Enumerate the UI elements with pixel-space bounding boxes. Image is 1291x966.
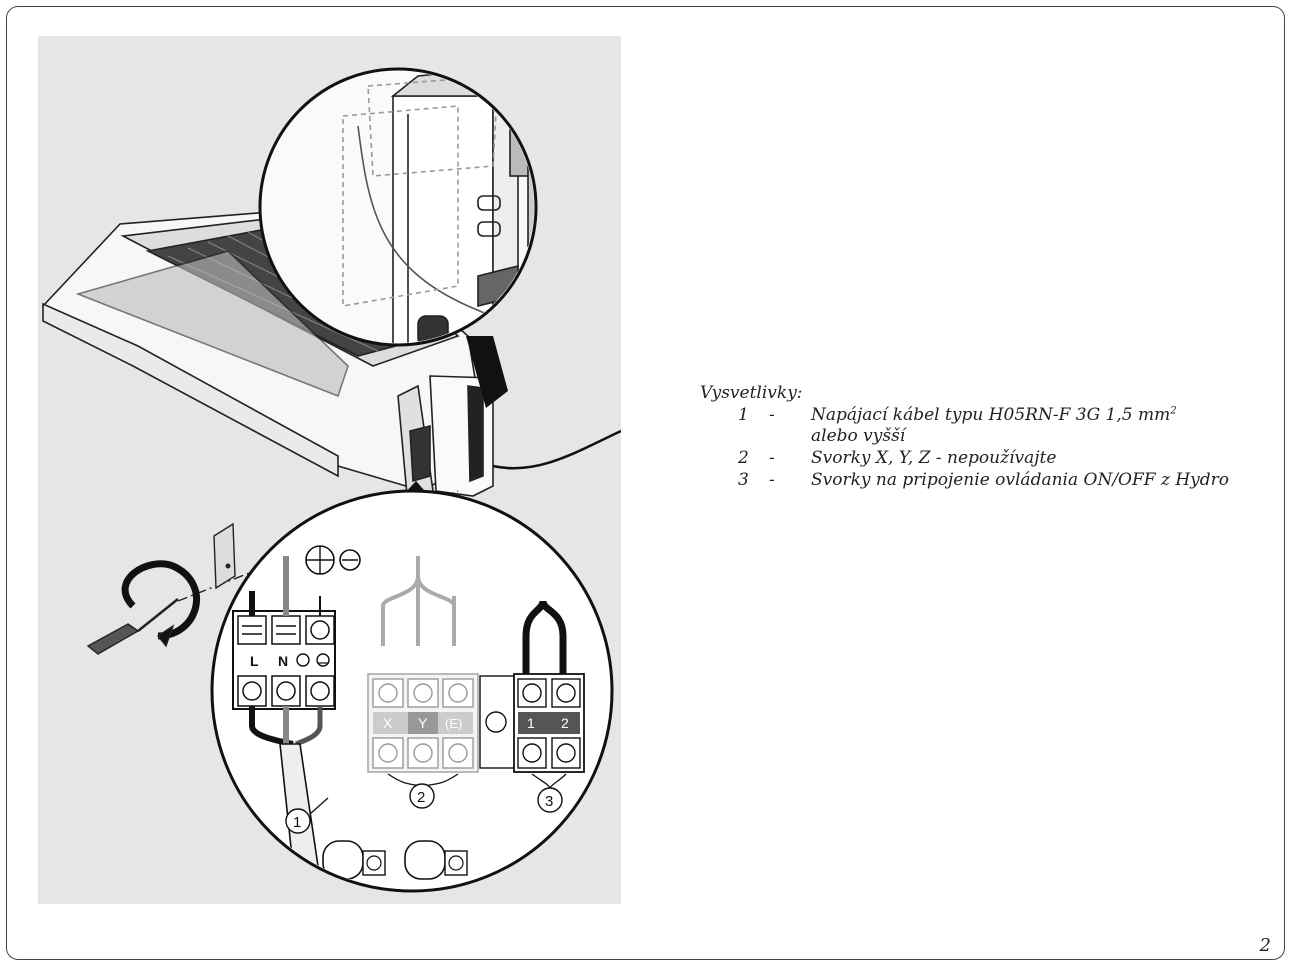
legend-item-dash: -	[769, 405, 775, 425]
legend-item-3: 3 - Svorky na pripojenie ovládania ON/OF…	[700, 470, 1260, 491]
terminal-label-y: Y	[418, 715, 428, 731]
legend-item-dash: -	[769, 448, 775, 468]
legend-item-1: 1 - Napájací kábel typu H05RN-F 3G 1,5 m…	[700, 405, 1260, 447]
callout-1: 1	[293, 814, 301, 831]
legend-item-number: 1	[738, 405, 749, 425]
wiring-illustration: L N	[38, 36, 621, 904]
page-number: 2	[1259, 935, 1271, 956]
legend-item-number: 3	[738, 470, 749, 490]
legend-item-text: Svorky X, Y, Z - nepoužívajte	[811, 448, 1057, 468]
page-frame	[6, 6, 1285, 960]
legend-item-number: 2	[738, 448, 749, 468]
callout-3: 3	[545, 793, 553, 810]
terminal-label-2: 2	[561, 715, 569, 731]
terminal-label-e: (E)	[445, 716, 462, 731]
terminal-label-1: 1	[527, 715, 535, 731]
legend-title: Vysvetlivky:	[700, 383, 803, 403]
cover-and-screwdriver	[86, 490, 459, 655]
callout-2: 2	[417, 789, 425, 806]
legend-item-2: 2 - Svorky X, Y, Z - nepoužívajte	[700, 448, 1260, 469]
legend-item-dash: -	[769, 470, 775, 490]
terminal-label-n: N	[278, 653, 288, 669]
legend: Vysvetlivky: 1 - Napájací kábel typu H05…	[700, 383, 1260, 492]
terminal-label-l: L	[250, 653, 259, 669]
terminal-magnifier: L N	[210, 489, 614, 893]
terminal-label-x: X	[383, 715, 393, 731]
legend-item-text: Svorky na pripojenie ovládania ON/OFF z …	[811, 470, 1230, 490]
